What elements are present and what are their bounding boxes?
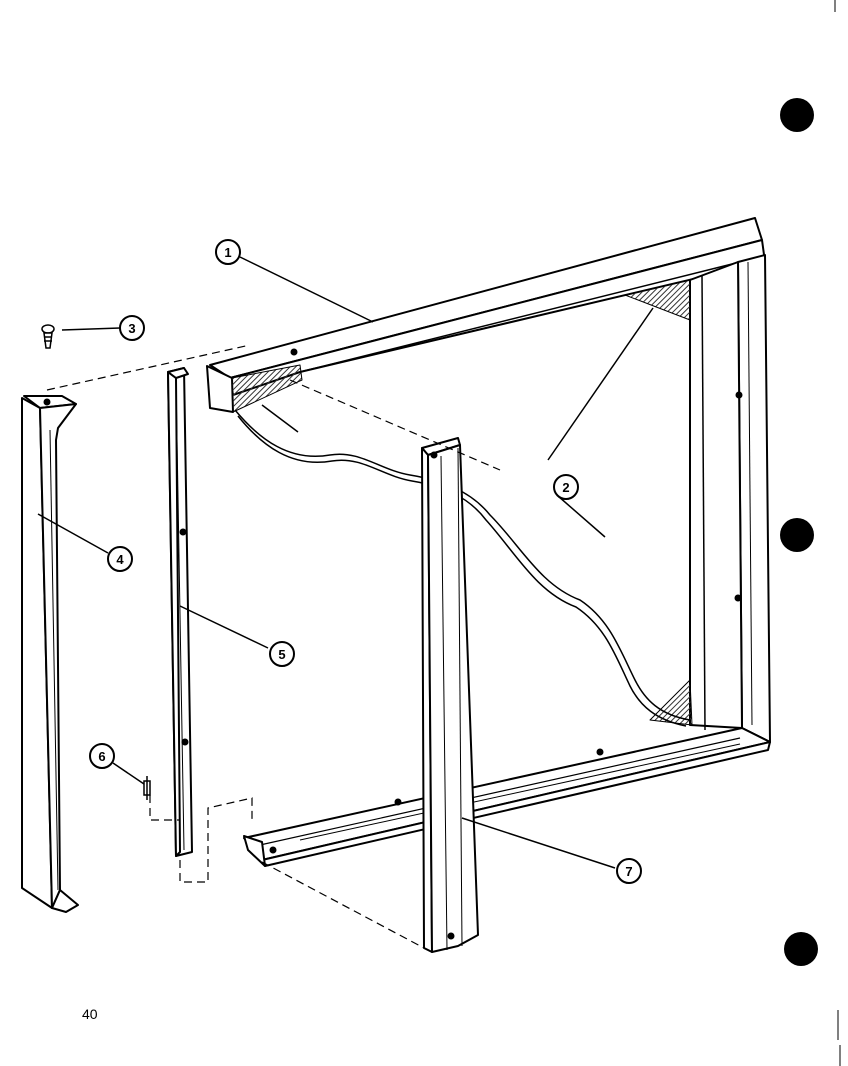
callout-5-label: 5 xyxy=(278,647,285,662)
callout-3-label: 3 xyxy=(128,321,135,336)
frame-assembly xyxy=(206,217,771,867)
callout-2-label: 2 xyxy=(562,480,569,495)
leader-lines xyxy=(37,256,654,869)
callout-7-label: 7 xyxy=(625,864,632,879)
left-end-channel xyxy=(21,395,79,913)
callout-7: 7 xyxy=(616,858,642,884)
center-channel xyxy=(167,367,193,857)
callout-5: 5 xyxy=(269,641,295,667)
callout-2: 2 xyxy=(553,474,579,500)
front-channel xyxy=(421,437,479,953)
callout-3: 3 xyxy=(119,315,145,341)
callout-1-label: 1 xyxy=(224,245,231,260)
rivet xyxy=(143,776,151,800)
punch-hole-top xyxy=(780,98,814,132)
screw xyxy=(41,324,55,349)
corner-gusset-lower-right xyxy=(649,679,693,726)
assembly-lines xyxy=(46,344,501,949)
frame-right-side xyxy=(737,254,771,743)
punch-hole-bottom xyxy=(784,932,818,966)
scan-edge-marks xyxy=(834,0,841,1066)
frame-bottom-end-bracket xyxy=(243,835,266,867)
corner-gusset-upper-right xyxy=(624,279,691,321)
callout-6: 6 xyxy=(89,743,115,769)
callout-1: 1 xyxy=(215,239,241,265)
callout-6-label: 6 xyxy=(98,749,105,764)
gasket-seal xyxy=(234,404,691,727)
punch-hole-middle xyxy=(780,518,814,552)
callout-4-label: 4 xyxy=(116,552,124,567)
callout-4: 4 xyxy=(107,546,133,572)
page-number: 40 xyxy=(82,1006,98,1022)
frame-bottom-rail xyxy=(243,727,771,861)
